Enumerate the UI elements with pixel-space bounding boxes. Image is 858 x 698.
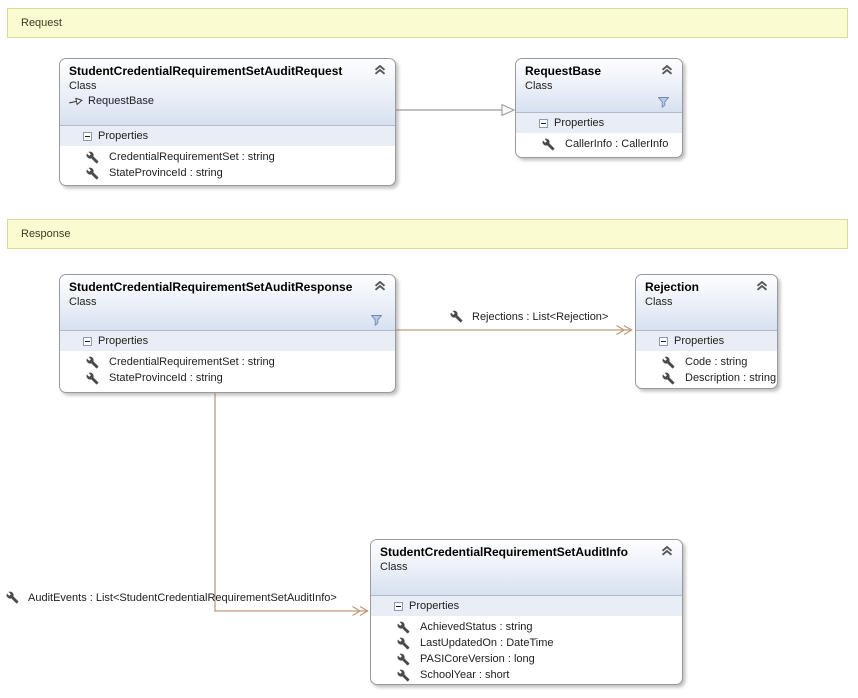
- class-title: Rejection: [645, 280, 700, 294]
- filter-icon[interactable]: [658, 97, 669, 108]
- class-title: StudentCredentialRequirementSetAuditRequ…: [69, 64, 343, 78]
- banner-label: Request: [21, 17, 62, 29]
- wrench-icon: [662, 356, 675, 369]
- collapse-chevron-icon[interactable]: [661, 546, 673, 556]
- inheritance-connector[interactable]: [396, 103, 516, 117]
- property-rows: AchievedStatus : string LastUpdatedOn : …: [371, 616, 682, 683]
- collapse-minus-icon[interactable]: [83, 336, 92, 346]
- collapse-chevron-icon[interactable]: [374, 65, 386, 75]
- class-kind-label: Class: [69, 80, 97, 92]
- compartment-label: Properties: [674, 335, 725, 347]
- property-label: CredentialRequirementSet : string: [109, 151, 275, 163]
- wrench-icon: [450, 310, 463, 323]
- rejections-association-connector[interactable]: [396, 324, 633, 336]
- class-kind-label: Class: [525, 80, 553, 92]
- property-row[interactable]: Code : string: [636, 354, 777, 370]
- class-kind-label: Class: [380, 561, 408, 573]
- class-box-request-base[interactable]: RequestBase Class Properties CallerInfo …: [515, 58, 683, 158]
- property-rows: CredentialRequirementSet : string StateP…: [60, 146, 395, 181]
- class-header: Rejection Class: [636, 275, 777, 330]
- class-kind-label: Class: [69, 296, 97, 308]
- property-rows: CredentialRequirementSet : string StateP…: [60, 351, 395, 386]
- property-label: PASICoreVersion : long: [420, 653, 535, 665]
- class-title: StudentCredentialRequirementSetAuditResp…: [69, 280, 353, 294]
- property-row[interactable]: AchievedStatus : string: [371, 619, 682, 635]
- collapse-minus-icon[interactable]: [539, 118, 548, 128]
- property-label: Description : string: [685, 372, 777, 384]
- comment-banner-request[interactable]: Request: [7, 8, 848, 38]
- collapse-chevron-icon[interactable]: [756, 281, 768, 291]
- audit-events-association-label[interactable]: AuditEvents : List<StudentCredentialRequ…: [6, 591, 337, 604]
- class-box-audit-response[interactable]: StudentCredentialRequirementSetAuditResp…: [59, 274, 396, 393]
- class-title: StudentCredentialRequirementSetAuditInfo: [380, 545, 629, 559]
- wrench-icon: [397, 669, 410, 682]
- property-row[interactable]: SchoolYear : short: [371, 667, 682, 683]
- property-label: LastUpdatedOn : DateTime: [420, 637, 554, 649]
- properties-compartment-header[interactable]: Properties: [371, 595, 682, 616]
- compartment-label: Properties: [409, 600, 460, 612]
- wrench-icon: [397, 621, 410, 634]
- property-row[interactable]: CredentialRequirementSet : string: [60, 149, 395, 165]
- wrench-icon: [86, 167, 99, 180]
- wrench-icon: [397, 653, 410, 666]
- association-label-text: AuditEvents : List<StudentCredentialRequ…: [28, 591, 337, 604]
- class-header: StudentCredentialRequirementSetAuditResp…: [60, 275, 395, 330]
- property-rows: Code : string Description : string: [636, 351, 777, 386]
- properties-compartment-header[interactable]: Properties: [516, 112, 682, 133]
- properties-compartment-header[interactable]: Properties: [60, 125, 395, 146]
- property-label: Code : string: [685, 356, 748, 368]
- property-label: AchievedStatus : string: [420, 621, 533, 633]
- property-row[interactable]: CallerInfo : CallerInfo: [516, 136, 682, 152]
- compartment-label: Properties: [554, 117, 605, 129]
- properties-compartment-header[interactable]: Properties: [636, 330, 777, 351]
- compartment-label: Properties: [98, 130, 149, 142]
- class-box-audit-info[interactable]: StudentCredentialRequirementSetAuditInfo…: [370, 539, 683, 685]
- wrench-icon: [662, 372, 675, 385]
- property-label: SchoolYear : short: [420, 669, 510, 681]
- property-row[interactable]: LastUpdatedOn : DateTime: [371, 635, 682, 651]
- collapse-chevron-icon[interactable]: [374, 281, 386, 291]
- collapse-minus-icon[interactable]: [83, 131, 92, 141]
- class-box-rejection[interactable]: Rejection Class Properties Code : string…: [635, 274, 778, 389]
- class-header: RequestBase Class: [516, 59, 682, 112]
- compartment-label: Properties: [98, 335, 149, 347]
- association-label-text: Rejections : List<Rejection>: [472, 310, 609, 323]
- property-row[interactable]: Description : string: [636, 370, 777, 386]
- properties-compartment-header[interactable]: Properties: [60, 330, 395, 351]
- wrench-icon: [542, 138, 555, 151]
- property-label: CallerInfo : CallerInfo: [565, 138, 669, 150]
- property-label: StateProvinceId : string: [109, 167, 223, 179]
- class-header: StudentCredentialRequirementSetAuditInfo…: [371, 540, 682, 595]
- rejections-association-label[interactable]: Rejections : List<Rejection>: [450, 310, 608, 323]
- property-label: CredentialRequirementSet : string: [109, 356, 275, 368]
- class-header: StudentCredentialRequirementSetAuditRequ…: [60, 59, 395, 125]
- property-label: StateProvinceId : string: [109, 372, 223, 384]
- wrench-icon: [6, 591, 19, 604]
- collapse-minus-icon[interactable]: [659, 336, 668, 346]
- filter-icon[interactable]: [371, 315, 382, 326]
- base-type-row: RequestBase: [69, 95, 386, 107]
- property-row[interactable]: CredentialRequirementSet : string: [60, 354, 395, 370]
- collapse-minus-icon[interactable]: [394, 601, 403, 611]
- inheritance-arrow-icon: [68, 95, 84, 107]
- class-kind-label: Class: [645, 296, 673, 308]
- property-row[interactable]: StateProvinceId : string: [60, 165, 395, 181]
- collapse-chevron-icon[interactable]: [661, 65, 673, 75]
- property-row[interactable]: StateProvinceId : string: [60, 370, 395, 386]
- wrench-icon: [397, 637, 410, 650]
- wrench-icon: [86, 372, 99, 385]
- wrench-icon: [86, 356, 99, 369]
- audit-events-association-connector[interactable]: [214, 393, 369, 617]
- class-title: RequestBase: [525, 64, 602, 78]
- base-type-label: RequestBase: [88, 95, 155, 107]
- wrench-icon: [86, 151, 99, 164]
- comment-banner-response[interactable]: Response: [7, 219, 848, 249]
- property-rows: CallerInfo : CallerInfo: [516, 133, 682, 152]
- class-box-audit-request[interactable]: StudentCredentialRequirementSetAuditRequ…: [59, 58, 396, 186]
- banner-label: Response: [21, 228, 71, 240]
- property-row[interactable]: PASICoreVersion : long: [371, 651, 682, 667]
